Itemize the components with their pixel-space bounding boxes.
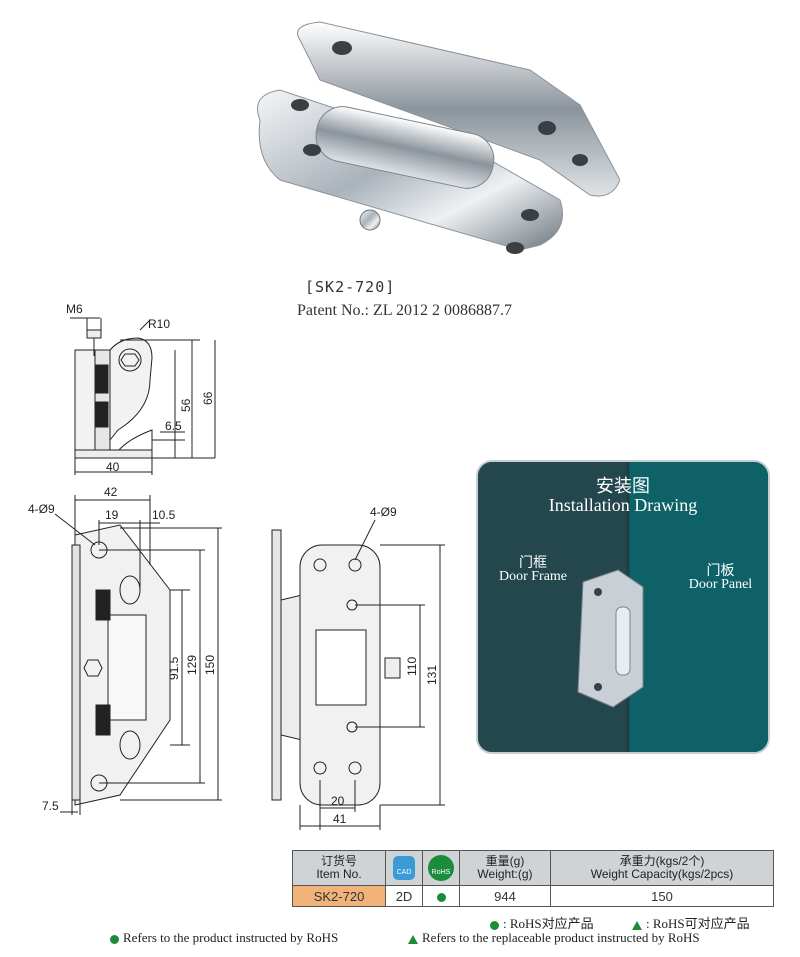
cell-cad: 2D xyxy=(385,885,423,907)
install-title-en: Installation Drawing xyxy=(548,495,698,515)
dim-129: 129 xyxy=(185,655,199,675)
dim-150: 150 xyxy=(203,655,217,675)
cell-item-no: SK2-720 xyxy=(292,885,386,907)
cell-weight: 944 xyxy=(459,885,551,907)
triangle-icon xyxy=(632,920,642,930)
dim-110: 110 xyxy=(405,657,419,676)
dim-42: 42 xyxy=(104,485,118,499)
circle-icon xyxy=(110,934,119,944)
rohs-icon: RoHS xyxy=(428,855,454,881)
legend-rohs-alt-cn: : RoHS可对应产品 xyxy=(632,913,750,932)
dim-19: 19 xyxy=(105,508,119,522)
hinge-photo xyxy=(257,21,620,254)
door-frame-cn: 门框 xyxy=(519,556,547,571)
dim-front-holes: 4-Ø9 xyxy=(28,502,55,516)
dim-r10: R10 xyxy=(148,317,170,331)
rohs-dot-icon xyxy=(436,892,446,902)
dim-m6: M6 xyxy=(66,302,83,316)
header-capacity: 承重力(kgs/2个)Weight Capacity(kgs/2pcs) xyxy=(550,850,774,886)
dim-6-5: 6.5 xyxy=(165,419,182,433)
installation-image xyxy=(478,462,768,752)
install-title-cn: 安装图 xyxy=(596,476,650,496)
cell-rohs xyxy=(422,885,460,907)
circle-icon xyxy=(490,920,499,930)
door-panel-cn: 门板 xyxy=(706,564,735,579)
dim-40: 40 xyxy=(106,460,120,474)
cell-capacity: 150 xyxy=(550,885,774,907)
legend-rohs-en: Refers to the product instructed by RoHS xyxy=(110,930,338,946)
dim-10-5: 10.5 xyxy=(152,508,176,522)
patent-label: Patent No.: ZL 2012 2 0086887.7 xyxy=(297,302,512,319)
dim-56: 56 xyxy=(179,398,193,412)
technical-drawing: M6 R10 56 66 6.5 40 42 4-Ø9 19 10.5 91.5… xyxy=(28,302,445,830)
door-frame-en: Door Frame xyxy=(498,569,568,584)
table-row: SK2-720 2D 944 150 xyxy=(292,885,774,907)
triangle-icon xyxy=(408,934,418,944)
dim-131: 131 xyxy=(425,665,439,685)
header-weight: 重量(g)Weight:(g) xyxy=(459,850,551,886)
header-cad: CAD xyxy=(385,850,423,886)
dim-66: 66 xyxy=(201,391,215,405)
dim-20: 20 xyxy=(331,794,345,808)
dim-back-holes: 4-Ø9 xyxy=(370,505,397,519)
cad-icon: CAD xyxy=(393,856,415,880)
header-rohs: RoHS xyxy=(422,850,460,886)
dim-91-5: 91.5 xyxy=(167,656,181,680)
legend-rohs-alt-en: Refers to the replaceable product instru… xyxy=(408,930,700,946)
model-label: [SK2-720] xyxy=(305,278,396,296)
dim-7-5: 7.5 xyxy=(42,799,59,813)
legend-rohs-cn: : RoHS对应产品 xyxy=(490,913,594,932)
door-panel-en: Door Panel xyxy=(688,577,753,592)
installation-panel: 安装图 Installation Drawing 门框 Door Frame 门… xyxy=(476,460,770,754)
dim-41: 41 xyxy=(333,812,347,826)
